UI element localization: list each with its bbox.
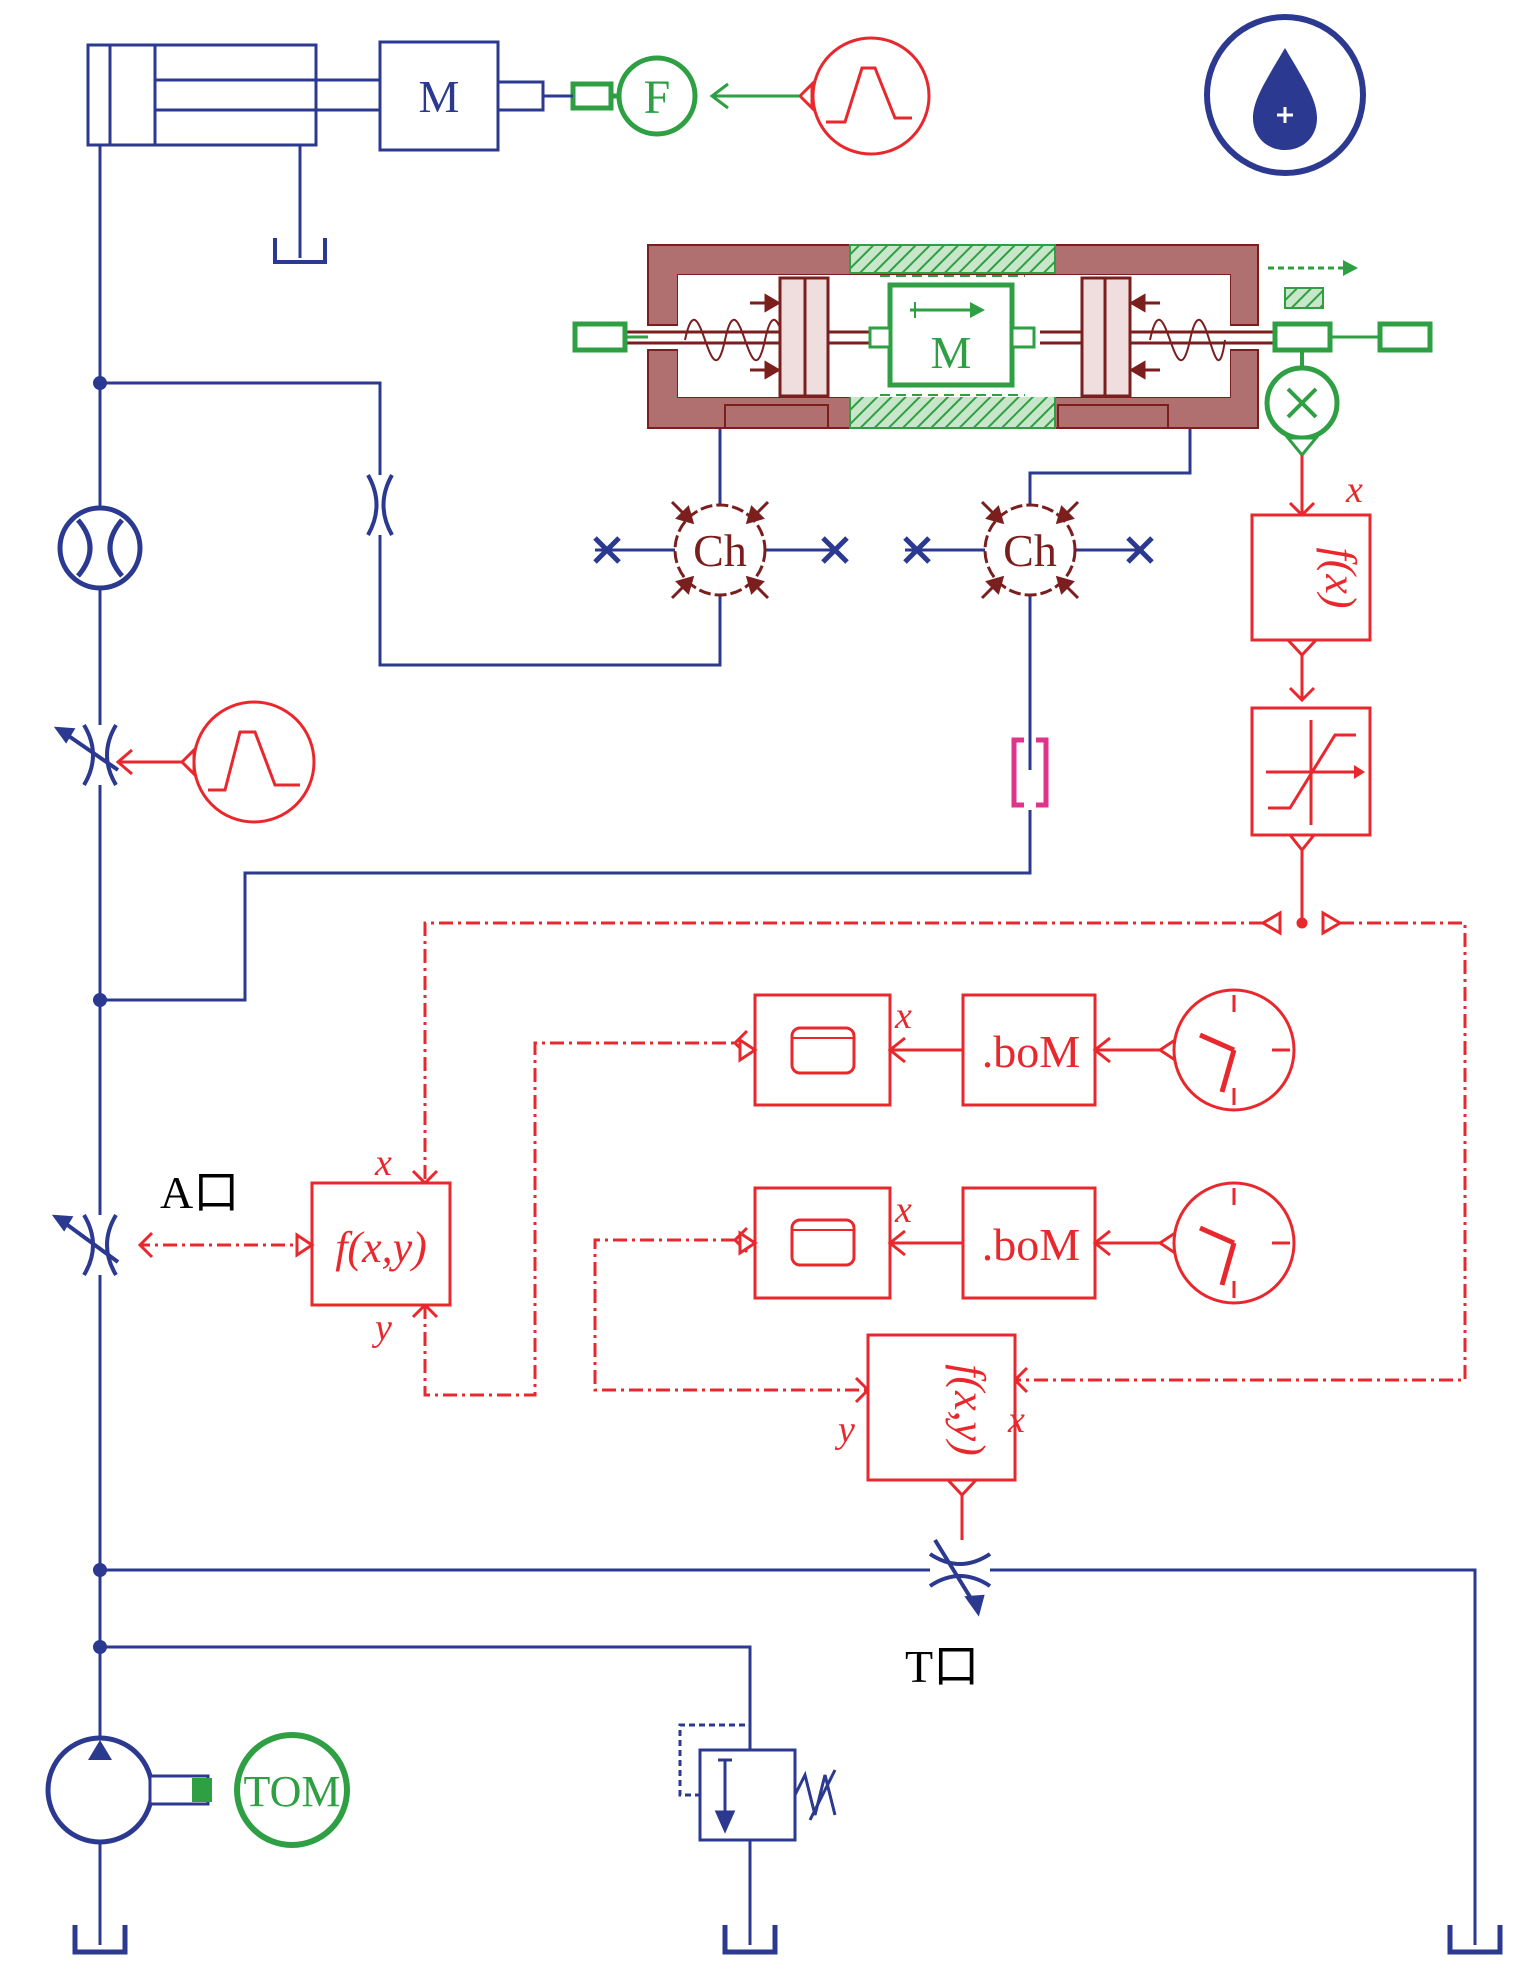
hydraulic-lines [98, 145, 1477, 1945]
variable-orifice-t[interactable] [928, 1538, 992, 1617]
mod-to-storage-links [887, 1036, 963, 1257]
mod-block-top-label: .boM [982, 1026, 1080, 1077]
hydraulic-pump[interactable] [45, 1735, 212, 1845]
function-fxy-bottom-label: f(x,y) [945, 1364, 994, 1456]
signal-dashed-lines [140, 921, 1467, 1397]
x-sensor-label: x [1345, 469, 1363, 511]
x-bottom-label: x [894, 1189, 912, 1231]
plug-icon [593, 536, 849, 564]
piston-arrows [750, 293, 1160, 380]
mass-connector [496, 80, 545, 112]
chamber-right-label: Ch [1003, 525, 1057, 576]
function-fx-block[interactable] [1250, 513, 1372, 642]
spool-mass-label: M [931, 327, 972, 378]
force-connector [543, 81, 622, 111]
x-left-label: x [374, 1142, 392, 1184]
chamber-right[interactable] [905, 500, 1140, 600]
mod-block-top[interactable] [961, 993, 1097, 1107]
storage-bottom-output [738, 1230, 758, 1256]
displacement-sensor[interactable] [1264, 260, 1433, 458]
saturation-block[interactable] [1250, 706, 1372, 837]
chamber-left-label: Ch [693, 525, 747, 576]
fixed-orifice [366, 474, 394, 536]
fxy-bottom-output [944, 1478, 980, 1498]
signal-source-icon[interactable] [179, 700, 316, 824]
junction-dots [93, 376, 107, 1654]
storage-block-top[interactable] [753, 993, 892, 1107]
x-top-label: x [894, 995, 912, 1037]
fx-output-port [1284, 638, 1320, 658]
valve-left-connector [572, 321, 648, 353]
fxy-left-output [295, 1232, 315, 1258]
clock-to-mod-links [1092, 1036, 1160, 1257]
x-bottom-right-label: x [1007, 1399, 1025, 1441]
function-fx-label: f(x) [1316, 547, 1365, 608]
spool-mass[interactable] [868, 282, 1036, 388]
y-left-label: y [371, 1307, 392, 1349]
y-bottom-label: y [834, 1409, 855, 1451]
signal-arrowheads [137, 501, 1316, 1495]
droplet-icon[interactable] [1204, 14, 1366, 176]
motor-label: TOM [244, 1767, 341, 1816]
port-t-label: T口 [905, 1641, 979, 1692]
chamber-left[interactable] [595, 500, 835, 600]
storage-top-output [738, 1037, 758, 1063]
mod-block-bottom-label: .boM [982, 1219, 1080, 1270]
variable-orifice[interactable] [53, 723, 120, 787]
orifice-signal-link [115, 748, 182, 776]
plug-icon [903, 536, 1154, 564]
signal-splitter [1260, 833, 1343, 936]
valve-rods [625, 330, 1275, 345]
cylinder-mass-block[interactable] [378, 40, 500, 152]
function-fxy-left-label: f(x,y) [335, 1223, 427, 1272]
function-fxy-bottom-block[interactable] [866, 1333, 1017, 1482]
motor[interactable] [234, 1732, 350, 1848]
hydraulic-port [1011, 737, 1049, 808]
tank-icon [72, 1925, 1503, 1955]
clock-icon[interactable] [1157, 1181, 1296, 1305]
clock-icon[interactable] [1157, 988, 1296, 1112]
force-signal-link [709, 82, 800, 110]
port-a-label: A口 [160, 1167, 239, 1218]
signal-source-icon[interactable] [798, 36, 931, 156]
valve-spring-right [1149, 318, 1226, 362]
variable-orifice-a[interactable] [51, 1213, 120, 1277]
hydraulic-cylinder[interactable] [86, 43, 380, 147]
cylinder-tank [273, 238, 327, 264]
relief-valve[interactable] [678, 1723, 837, 1842]
force-source[interactable] [616, 55, 698, 137]
storage-block-bottom[interactable] [753, 1186, 892, 1300]
force-source-label: F [644, 71, 671, 124]
flow-meter[interactable] [57, 505, 143, 591]
cylinder-mass-label: M [419, 71, 460, 122]
